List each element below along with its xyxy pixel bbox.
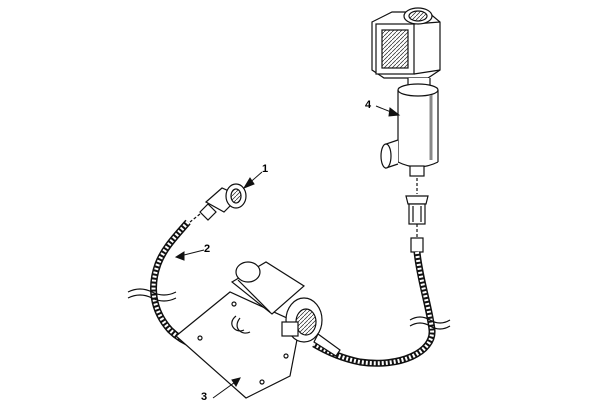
motor-pump-on-base-plate xyxy=(175,261,341,399)
callout-leaders xyxy=(174,105,401,399)
right-flexible-hose xyxy=(312,251,451,367)
filter-housing-assembly xyxy=(371,7,441,253)
connector-fitting xyxy=(189,183,247,223)
callout-4: 4 xyxy=(365,99,372,111)
callout-2: 2 xyxy=(204,243,211,255)
callout-3: 3 xyxy=(201,391,208,403)
callout-1: 1 xyxy=(262,163,269,175)
